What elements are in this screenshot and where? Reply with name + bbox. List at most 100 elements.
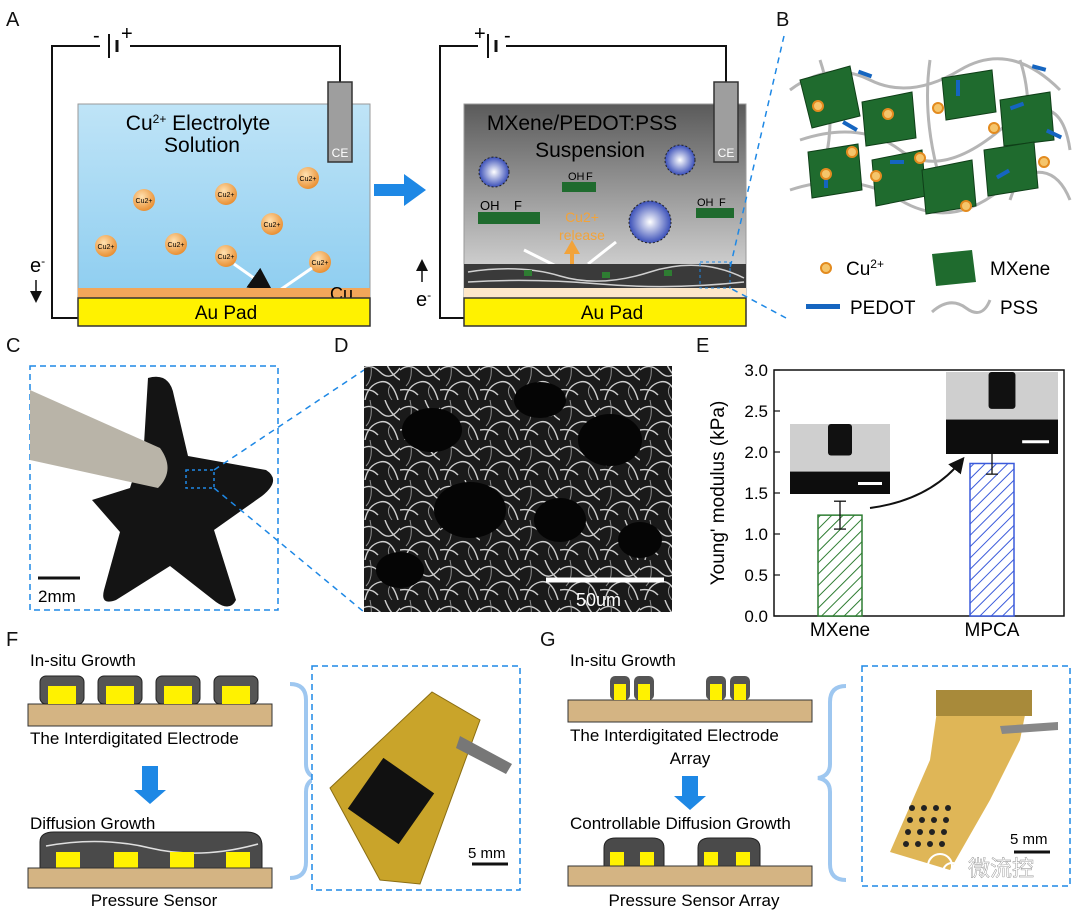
g-caption2: Pressure Sensor Array	[608, 891, 780, 910]
tweezer-tip	[30, 390, 168, 488]
legend-pedot: PEDOT	[850, 298, 916, 319]
array-photo-tweezer	[1000, 722, 1058, 734]
zoom-box	[185, 469, 215, 489]
g-step2-label: Controllable Diffusion Growth	[570, 814, 791, 833]
sensor-photo-tweezer	[456, 736, 512, 774]
cu-legend-icon	[820, 262, 832, 274]
au-pad-left-label: Au Pad	[195, 303, 257, 324]
inset-mpca-indenter	[988, 372, 1016, 409]
wechat-icon	[927, 853, 953, 879]
circuit-wire-left	[439, 45, 478, 319]
substrate	[27, 867, 273, 889]
mxene-flake	[562, 182, 596, 192]
suspension-title-line2: Suspension	[535, 139, 645, 162]
y-tick-label: 0.0	[744, 607, 768, 626]
electron-label-right: e-	[416, 288, 431, 311]
cu-ion: Cu2+	[297, 167, 319, 189]
cu-ions: Cu2+ Cu2+ Cu2+ Cu2+ Cu2+ Cu2+ Cu2+ Cu2+	[95, 167, 331, 273]
svg-text:Cu2+: Cu2+	[218, 254, 235, 261]
electrolyte-title-line2: Solution	[164, 134, 240, 157]
panel-d: D 50um	[334, 335, 672, 612]
panel-label-c: C	[6, 335, 20, 357]
svg-text:Cu2+: Cu2+	[98, 244, 115, 251]
au-pad-right	[463, 297, 747, 327]
cu-ion: Cu2+	[165, 233, 187, 255]
y-tick-label: 2.5	[744, 402, 768, 421]
panel-label-b: B	[776, 9, 789, 31]
electrodeposition-cell-right: + - MXene/PEDOT:PSS Suspension CE OH F O…	[416, 23, 747, 327]
f-caption1: The Interdigitated Electrode	[30, 729, 239, 748]
mxene-bit	[664, 270, 672, 276]
assembly-arrow	[587, 240, 617, 266]
cu-ion: Cu2+	[133, 189, 155, 211]
panel-g: G In-situ Growth The Interdigitated Elec…	[540, 629, 1071, 910]
array-photo-sensor-grid	[903, 805, 951, 847]
comparison-arrow	[869, 456, 965, 509]
battery-minus: -	[93, 25, 100, 47]
deposition-arrow	[279, 266, 313, 292]
panel-b: B	[729, 9, 1072, 319]
counter-electrode	[327, 81, 353, 163]
cu-ion: Cu2+	[261, 213, 283, 235]
assembly-arrow	[523, 248, 557, 268]
sem-pores	[376, 382, 662, 588]
panel-label-g: G	[540, 629, 556, 651]
f-pressure-sensor	[27, 831, 273, 889]
y-tick-label: 2.0	[744, 443, 768, 462]
cu-ion: Cu2+	[95, 235, 117, 257]
release-label-line2: release	[559, 227, 605, 243]
star-shaped-mpca-sample	[92, 376, 274, 607]
process-arrow-icon	[374, 174, 426, 206]
g-pressure-sensor-array	[567, 837, 813, 887]
x-tick-label: MXene	[810, 620, 870, 641]
y-tick-label: 0.5	[744, 566, 768, 585]
ce-label: CE	[718, 146, 735, 160]
scale-label-d: 50um	[576, 590, 621, 610]
g-interdigitated-electrode-array	[567, 676, 813, 723]
f-group: F	[719, 197, 726, 209]
g-step1-label: In-situ Growth	[570, 651, 676, 670]
mxene-flake	[478, 212, 540, 224]
array-photo-flex-pcb	[890, 690, 1030, 870]
battery-minus: -	[504, 25, 511, 47]
zoom-line	[213, 369, 365, 471]
svg-text:Cu2+: Cu2+	[168, 242, 185, 249]
oh-group: OH	[568, 171, 585, 183]
g-electrode-pads	[610, 676, 750, 700]
f-step1-label: In-situ Growth	[30, 651, 136, 670]
svg-text:Cu2+: Cu2+	[264, 222, 281, 229]
pedot-segments	[824, 64, 1063, 188]
y-tick-label: 3.0	[744, 361, 768, 380]
panel-label-f: F	[6, 629, 18, 651]
mxene-bit	[524, 270, 532, 276]
pedot-pss-sphere	[664, 144, 696, 176]
pss-legend-icon	[931, 299, 992, 314]
scale-label-g: 5 mm	[1010, 831, 1048, 848]
panel-a: A - + Cu2+ Electrolyte Solution CE Cu2+ …	[6, 9, 747, 327]
watermark: 微流控	[927, 853, 1034, 882]
substrate	[567, 699, 813, 723]
substrate	[567, 865, 813, 887]
panel-label-a: A	[6, 9, 20, 31]
pedot-pss-sphere	[628, 200, 672, 244]
pedot-pss-sphere	[478, 156, 510, 188]
pss-chains	[467, 264, 745, 288]
electron-label-left: e-	[30, 254, 45, 277]
panel-c: C 2mm	[6, 335, 365, 613]
f-caption2: Pressure Sensor	[91, 891, 218, 910]
electrolyte-title-line1: Cu2+ Electrolyte	[126, 112, 270, 135]
battery-plus: +	[474, 23, 486, 45]
cu-ion: Cu2+	[215, 245, 237, 267]
legend-pss: PSS	[1000, 298, 1038, 319]
cu-layer-remaining	[464, 288, 746, 298]
y-axis-label: Young' modulus (kPa)	[708, 401, 729, 586]
oh-group: OH	[480, 198, 500, 213]
au-pad-left	[77, 297, 371, 327]
b-legend: Cu2+ MXene PEDOT PSS	[806, 250, 1050, 319]
cu-layer	[78, 288, 370, 298]
ce-label: CE	[332, 146, 349, 160]
counter-electrode	[713, 81, 739, 163]
circuit-wire-right	[506, 45, 727, 82]
wechat-icon-small	[942, 862, 962, 882]
